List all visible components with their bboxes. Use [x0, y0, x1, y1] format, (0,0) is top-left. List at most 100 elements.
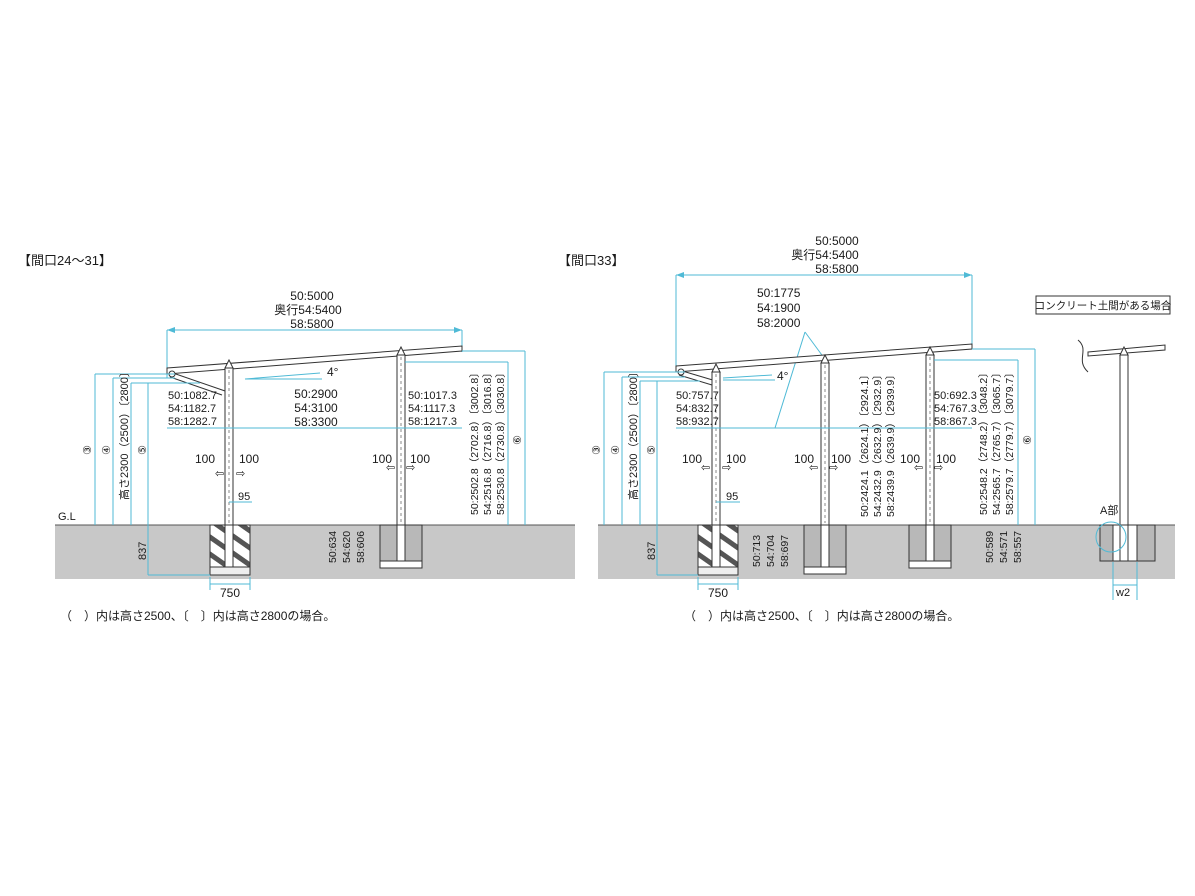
right-circle-3: ③: [591, 445, 603, 455]
left-header: 【間口24～31】: [18, 253, 112, 268]
right-footing-width: 750: [708, 586, 728, 600]
right-angle: 4°: [777, 369, 789, 383]
right-load-4: 100: [831, 452, 851, 466]
right-height-label: 高さ2300（2500）〔2800〕: [626, 366, 640, 500]
left-rear-height-54: 54:2516.8（2716.8）〔3016.8〕: [481, 367, 494, 515]
left-note: （ ）内は高さ2500、〔 〕内は高さ2800の場合。: [60, 608, 335, 623]
left-post-gap: 95: [238, 491, 250, 503]
left-load-2: 100: [239, 452, 259, 466]
right-load-3: 100: [794, 452, 814, 466]
right-rear-overhang-54: 54:767.3: [934, 403, 977, 415]
left-height-label: 高さ2300（2500）〔2800〕: [117, 366, 131, 500]
right-rear-footing-58: 58:557: [1012, 531, 1024, 563]
right-mid-height-58: 58:2439.9（2639.9）〔2939.9〕: [884, 369, 897, 517]
left-load-4: 100: [410, 452, 430, 466]
svg-text:⇦: ⇦: [215, 468, 224, 480]
right-mid-post: [803, 353, 847, 575]
right-depth-dimension: 50:5000 奥行54:5400 58:5800: [675, 234, 973, 368]
right-front-overhang-50: 50:757.7: [676, 390, 719, 402]
detail-w: w2: [1115, 587, 1130, 599]
left-load-1: 100: [195, 452, 215, 466]
left-front-overhang-58: 58:1282.7: [168, 416, 217, 428]
right-height-dimensions: ③ ④ ⑤ 高さ2300（2500）〔2800〕: [591, 366, 700, 576]
left-rear-height-dimensions: ⑥ 50:2502.8（2702.8）〔3002.8〕 54:2516.8（27…: [405, 350, 526, 525]
detail-part: A部: [1100, 503, 1118, 517]
left-footing-width: 750: [220, 586, 240, 600]
left-circle-6: ⑥: [512, 435, 524, 445]
right-mid-footing-54: 54:704: [765, 535, 777, 567]
left-mid-50: 50:2900: [294, 387, 338, 401]
right-header: 【間口33】: [558, 253, 624, 268]
svg-text:⇨: ⇨: [236, 468, 245, 480]
right-rear-overhang-58: 58:867.3: [934, 416, 977, 428]
left-front-overhang-54: 54:1182.7: [168, 403, 216, 415]
left-depth-dimension: 50:5000 奥行54:5400 58:5800: [166, 289, 463, 378]
right-circle-6: ⑥: [1022, 435, 1034, 445]
left-height-dimensions: ③ ④ ⑤ 高さ2300（2500）〔2800〕: [82, 366, 210, 576]
right-front-overhang-54: 54:832.7: [676, 403, 719, 415]
left-circle-4: ④: [101, 445, 113, 455]
detail-box-label: コンクリート土間がある場合: [1035, 299, 1172, 312]
right-note: （ ）内は高さ2500、〔 〕内は高さ2800の場合。: [684, 608, 959, 623]
right-rear-footing-50: 50:589: [984, 531, 996, 563]
left-angle: 4°: [327, 365, 339, 379]
right-load-6: 100: [936, 452, 956, 466]
right-front-post: [697, 362, 739, 576]
svg-text:⇦: ⇦: [914, 462, 923, 474]
right-mid-footing-58: 58:697: [779, 535, 791, 567]
svg-text:⇨: ⇨: [406, 462, 415, 474]
right-front-overhang-58: 58:932.7: [676, 416, 719, 428]
right-rear-height-50: 50:2548.2（2748.2）〔3048.2〕: [977, 367, 990, 515]
right-load-2: 100: [726, 452, 746, 466]
left-depth-58: 58:5800: [290, 317, 334, 331]
svg-text:⇨: ⇨: [934, 462, 943, 474]
detail-concrete: コンクリート土間がある場合 A部 w2: [1035, 295, 1172, 600]
ground-band-left: [55, 525, 575, 579]
left-embed: 837: [137, 542, 149, 560]
svg-text:⇨: ⇨: [829, 462, 838, 474]
right-load-1: 100: [682, 452, 702, 466]
right-depth-50: 50:5000: [815, 234, 859, 248]
left-rear-footing-58: 58:606: [355, 531, 367, 563]
right-rear-footing-54: 54:571: [998, 531, 1010, 563]
right-mid-50: 50:1775: [757, 286, 801, 300]
svg-text:⇦: ⇦: [386, 462, 395, 474]
left-rear-post: [379, 345, 423, 569]
left-rear-overhang-54: 54:1117.3: [408, 403, 455, 415]
svg-text:⇨: ⇨: [722, 462, 731, 474]
left-mid-54: 54:3100: [294, 401, 338, 415]
left-rear-footing-50: 50:634: [327, 531, 339, 563]
right-mid-footing-50: 50:713: [751, 535, 763, 567]
svg-text:⇦: ⇦: [701, 462, 710, 474]
left-front-post: [209, 358, 251, 576]
right-embed: 837: [646, 542, 658, 560]
ground-band-right: [598, 525, 1175, 579]
right-depth-54: 奥行54:5400: [791, 248, 859, 262]
left-circle-5: ⑤: [137, 445, 149, 455]
left-rear-height-58: 58:2530.8（2730.8）〔3030.8〕: [494, 367, 507, 515]
left-rear-height-50: 50:2502.8（2702.8）〔3002.8〕: [468, 367, 481, 515]
right-rear-post: [908, 345, 952, 569]
left-rear-overhang-58: 58:1217.3: [408, 416, 457, 428]
left-depth-50: 50:5000: [290, 289, 334, 303]
right-mid-height-50: 50:2424.1（2624.1）〔2924.1〕: [858, 369, 871, 517]
right-rear-height-dimensions: ⑥ 50:2548.2（2748.2）〔3048.2〕 54:2565.7（27…: [934, 348, 1036, 525]
right-circle-4: ④: [610, 445, 622, 455]
left-depth-54: 奥行54:5400: [274, 303, 342, 317]
left-rear-footing-54: 54:620: [341, 531, 353, 563]
left-ground-label: G.L: [58, 511, 76, 523]
right-rear-height-58: 58:2579.7（2779.7）〔3079.7〕: [1003, 367, 1016, 515]
left-rear-overhang-50: 50:1017.3: [408, 390, 457, 402]
svg-text:⇦: ⇦: [809, 462, 818, 474]
left-circle-3: ③: [82, 445, 94, 455]
right-mid-height-54: 54:2432.9（2632.9）〔2932.9〕: [871, 369, 884, 517]
right-circle-5: ⑤: [646, 445, 658, 455]
right-post-gap: 95: [726, 491, 738, 503]
right-mid-54: 54:1900: [757, 301, 801, 315]
right-load-5: 100: [900, 452, 920, 466]
left-load-3: 100: [372, 452, 392, 466]
right-mid-58: 58:2000: [757, 316, 801, 330]
left-front-overhang-50: 50:1082.7: [168, 390, 217, 402]
right-rear-overhang-50: 50:692.3: [934, 390, 977, 402]
